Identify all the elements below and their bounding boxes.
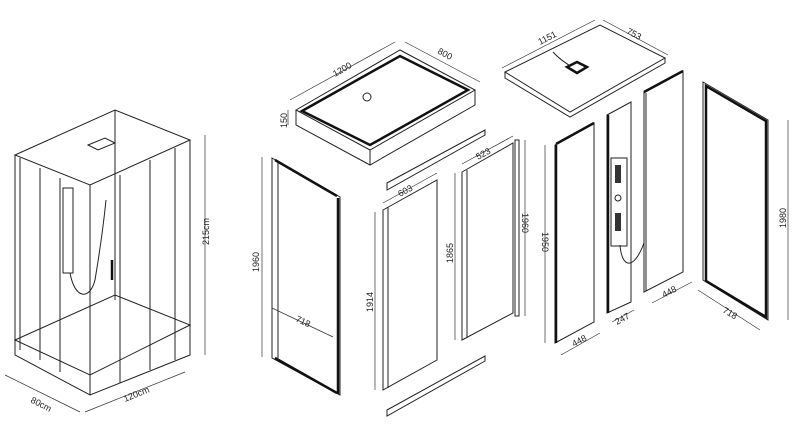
dim-side-width: 718 bbox=[721, 305, 739, 321]
jets-icon bbox=[615, 213, 621, 231]
jets-icon bbox=[615, 165, 621, 183]
dim-width: 120cm bbox=[122, 384, 151, 403]
top-rail bbox=[386, 129, 486, 191]
dim-tray-height: 150 bbox=[279, 113, 289, 128]
rain-shower-icon bbox=[564, 60, 590, 75]
dim-backleft-width: 448 bbox=[570, 333, 588, 349]
dim-tray-width: 800 bbox=[436, 46, 454, 62]
dim-narrow-height: 1865 bbox=[445, 243, 455, 263]
assembled-cabin: 215cm 80cm 120cm bbox=[4, 109, 211, 414]
dim-backright-width: 448 bbox=[660, 284, 678, 300]
dim-fixed-height: 1914 bbox=[365, 292, 375, 312]
dim-side-height: 1980 bbox=[778, 208, 788, 228]
shower-column: 247 bbox=[606, 101, 673, 327]
dim-roof-length: 1151 bbox=[536, 29, 558, 47]
back-right-panel: 448 bbox=[643, 69, 693, 304]
door-panel: 1960 718 bbox=[251, 157, 341, 396]
drain-icon bbox=[362, 92, 372, 102]
dim-tray-length: 1200 bbox=[331, 60, 353, 79]
dim-depth: 80cm bbox=[29, 395, 53, 414]
side-panel: 1980 718 bbox=[697, 81, 789, 331]
narrow-panel: 1865 523 1960 bbox=[445, 135, 530, 341]
mixer-knob-icon bbox=[614, 194, 622, 202]
side-strip bbox=[514, 139, 520, 317]
roof-panel: 1151 753 bbox=[501, 19, 669, 118]
bottom-rail bbox=[386, 355, 486, 417]
dim-backleft-height: 1950 bbox=[540, 232, 550, 252]
dim-height: 215cm bbox=[201, 218, 211, 245]
fixed-panel: 1914 603 bbox=[365, 172, 438, 391]
shower-head-icon bbox=[86, 137, 117, 151]
back-left-panel: 1950 448 bbox=[540, 121, 601, 356]
dim-strip-height: 1960 bbox=[520, 213, 530, 233]
dim-door-height: 1960 bbox=[251, 252, 261, 272]
shower-tray: 1200 800 150 bbox=[279, 41, 481, 166]
control-panel bbox=[62, 187, 74, 274]
